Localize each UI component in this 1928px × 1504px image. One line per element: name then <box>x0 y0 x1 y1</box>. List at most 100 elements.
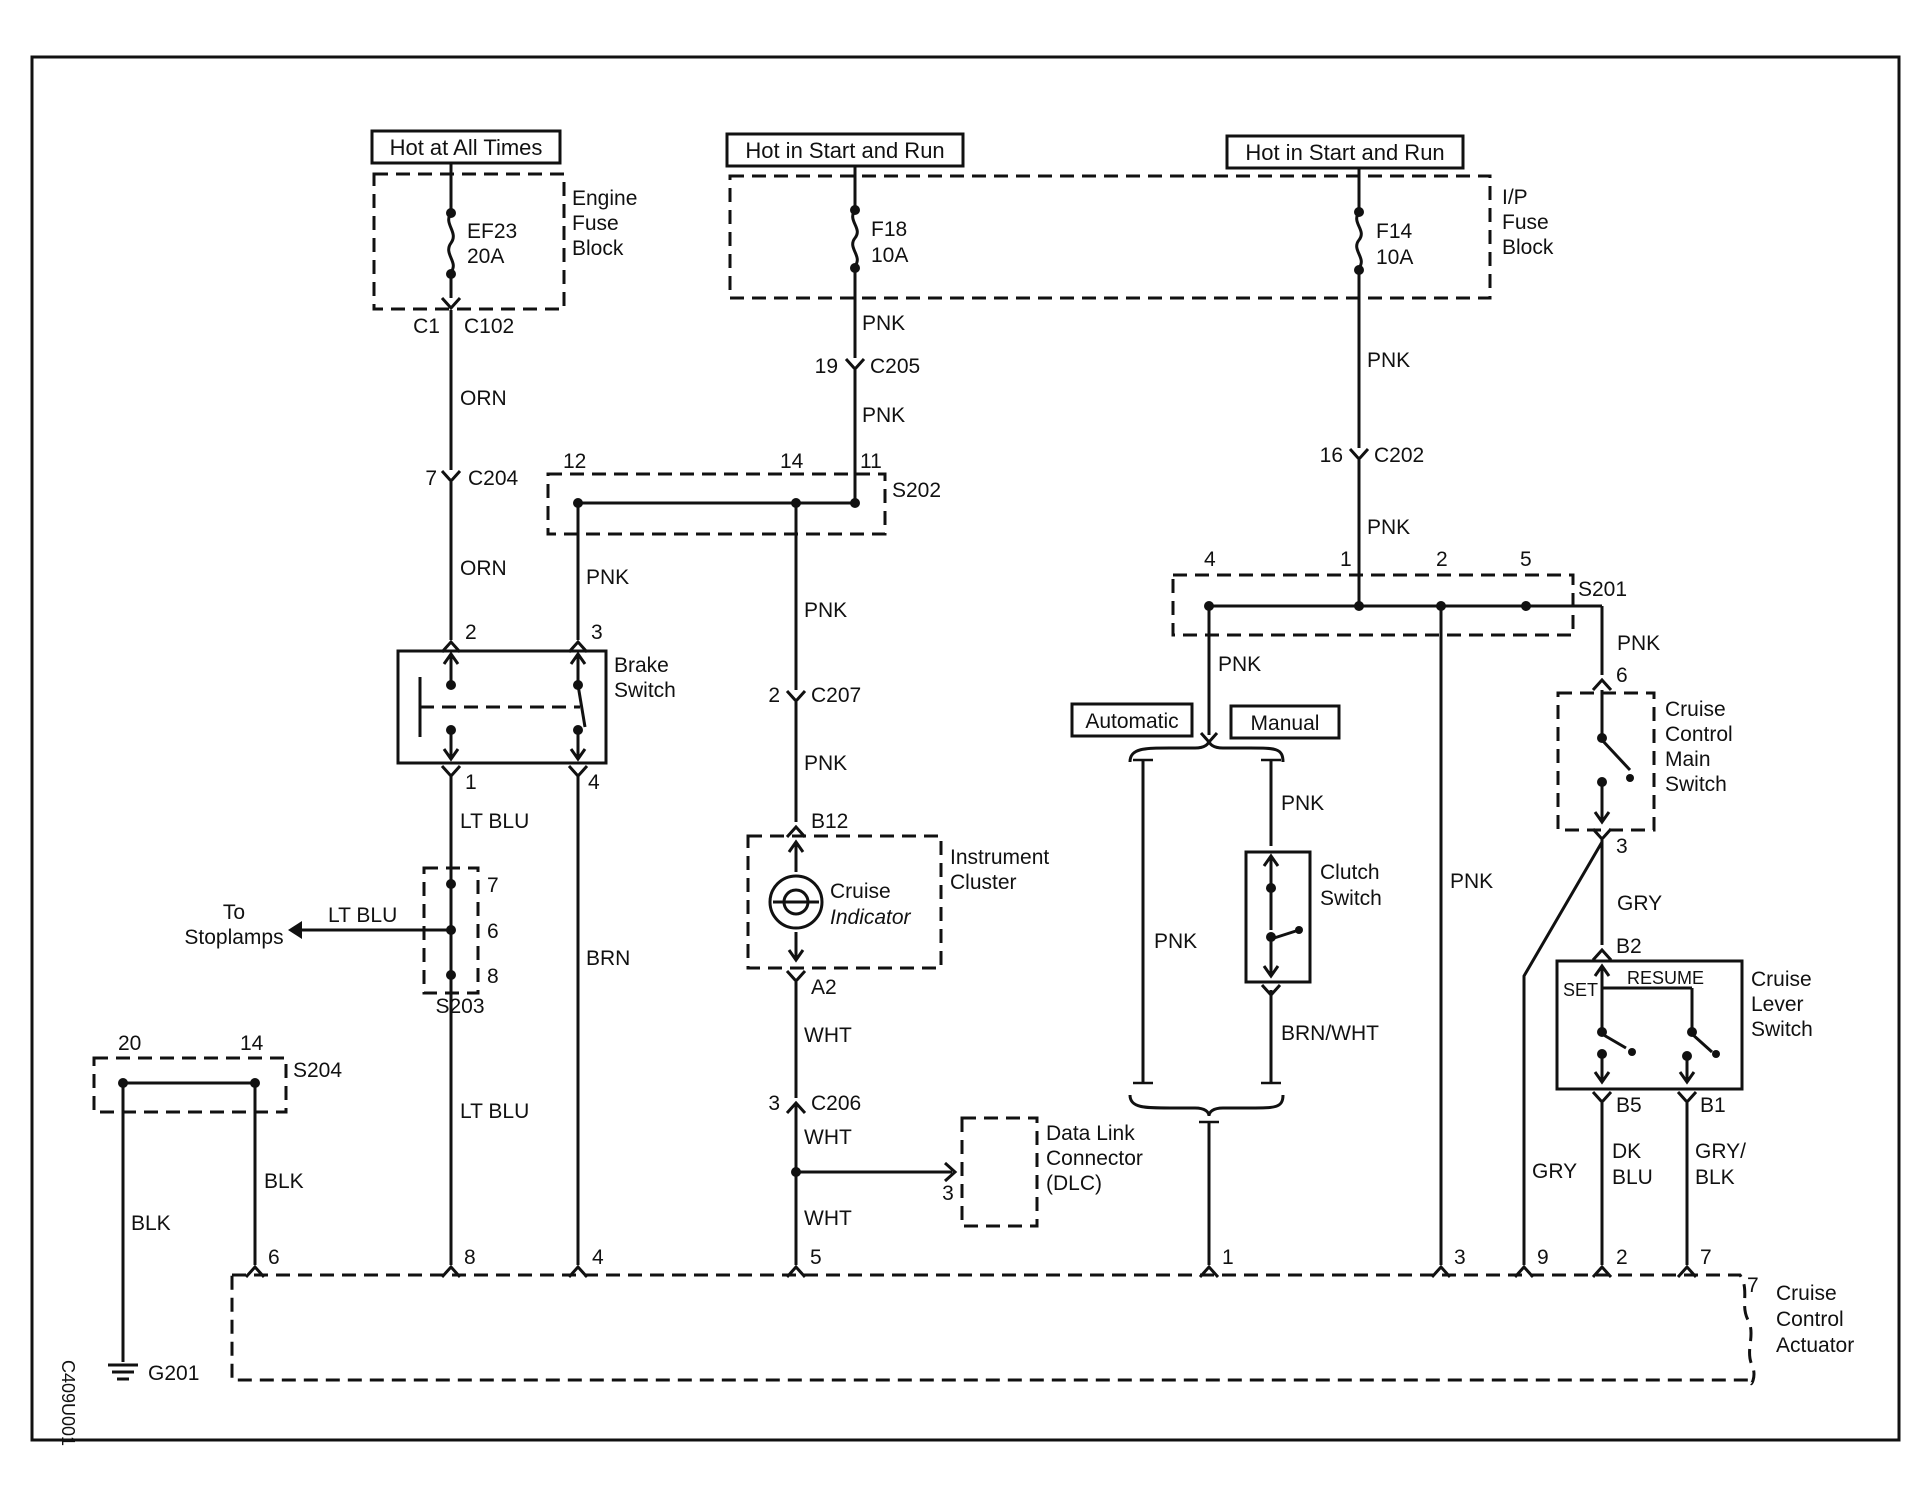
main-switch-label-1: Cruise <box>1665 698 1726 721</box>
fuse-f18-name: F18 <box>871 218 907 241</box>
actuator-pin-2: 2 <box>1616 1246 1628 1269</box>
wire-gry-blk-label-2: BLK <box>1695 1166 1735 1189</box>
wire-gry-label-2: GRY <box>1532 1160 1577 1183</box>
fuse-f18-icon <box>851 209 859 267</box>
s204-pin-14: 14 <box>240 1032 264 1055</box>
s203-name: S203 <box>435 995 484 1018</box>
instrument-cluster-label-2: Cluster <box>950 871 1017 894</box>
wire-lt-blu-stoplamps: LT BLU <box>328 904 397 927</box>
wire-blk-label-2: BLK <box>264 1170 304 1193</box>
c206-name: C206 <box>811 1092 861 1115</box>
brake-switch: 2 3 1 4 Brake Switch <box>396 621 676 794</box>
figure-code: C409U001 <box>58 1360 78 1446</box>
wire-pnk-manual: PNK <box>1281 792 1324 815</box>
s201-pin-2: 2 <box>1436 548 1448 571</box>
wire-s201-pin5: PNK 6 <box>1568 604 1660 692</box>
c205-pin: 19 <box>815 355 838 378</box>
c102-pin: C1 <box>413 315 440 338</box>
fuse-ef23-icon <box>447 212 455 273</box>
c202-pin: 16 <box>1320 444 1343 467</box>
wire-s202-to-brake: PNK <box>576 503 629 640</box>
fuse-f14-rating: 10A <box>1376 246 1413 269</box>
lever-switch-label-1: Cruise <box>1751 968 1812 991</box>
brake-switch-label-2: Switch <box>614 679 676 702</box>
actuator-pin-3: 3 <box>1454 1246 1466 1269</box>
wire-gry-blk: GRY/ BLK <box>1685 1103 1746 1265</box>
actuator-label-1: Cruise <box>1776 1282 1837 1305</box>
wire-pnk-f18: PNK <box>862 312 905 335</box>
wire-blk-label-1: BLK <box>131 1212 171 1235</box>
cluster-pin-b12: B12 <box>811 810 848 833</box>
source-hot-in-start-run-left: Hot in Start and Run <box>725 132 965 168</box>
actuator-pin-6: 6 <box>268 1246 280 1269</box>
cruise-indicator-lamp-icon <box>768 874 824 930</box>
to-stoplamps: LT BLU To Stoplamps <box>184 901 451 949</box>
fuse-f14-name: F14 <box>1376 220 1413 243</box>
source-run-right-label: Hot in Start and Run <box>1245 140 1444 165</box>
wire-brn: BRN <box>576 776 630 1265</box>
wire-pnk-f14: PNK <box>1367 349 1410 372</box>
s202-pin-11: 11 <box>860 450 882 473</box>
ip-fuse-block-label-2: Fuse <box>1502 211 1549 234</box>
s204-pin-20: 20 <box>118 1032 141 1055</box>
ip-fuse-block-label-3: Block <box>1502 236 1554 259</box>
c207-name: C207 <box>811 684 861 707</box>
splice-s203: 7 6 8 S203 <box>422 866 499 1018</box>
wire-blk-ground: BLK G201 <box>108 1083 199 1385</box>
fuse-f14-icon <box>1355 211 1363 269</box>
wire-wht-label-2: WHT <box>804 1126 852 1149</box>
cruise-control-actuator: 6 8 4 5 1 3 9 2 7 7 Cruise Control Actua… <box>230 1246 1854 1386</box>
wire-gry-label-1: GRY <box>1617 892 1662 915</box>
fuse-ef23-rating: 20A <box>467 245 504 268</box>
s204-name: S204 <box>293 1059 342 1082</box>
option-brace-top <box>1128 739 1285 763</box>
wire-pnk-cluster-2: PNK <box>804 752 847 775</box>
wire-wht: WHT 3 C206 WHT WHT <box>768 982 952 1265</box>
wire-pnk-s201-2: PNK <box>1450 870 1493 893</box>
c202-name: C202 <box>1374 444 1424 467</box>
source-hot-at-all-times-label: Hot at All Times <box>390 135 543 160</box>
instrument-cluster: B12 Cruise Indicator Instrument Cluster … <box>746 810 1049 999</box>
stoplamps-label-1: To <box>223 901 245 924</box>
cruise-indicator-label-1: Cruise <box>830 880 891 903</box>
fuse-f18-rating: 10A <box>871 244 908 267</box>
wire-f18-to-s202: PNK 19 C205 PNK <box>815 268 920 503</box>
actuator-pin-1: 1 <box>1222 1246 1234 1269</box>
wire-pnk-c205: PNK <box>862 404 905 427</box>
actuator-edge-pin: 7 <box>1747 1274 1759 1297</box>
cluster-pin-a2: A2 <box>811 976 837 999</box>
wire-brn-label: BRN <box>586 947 630 970</box>
dlc-pin: 3 <box>942 1182 954 1205</box>
wire-brn-wht: BRN/WHT <box>1281 1022 1379 1045</box>
clutch-switch: Clutch Switch <box>1244 850 1382 997</box>
brake-pin-2: 2 <box>465 621 477 644</box>
source-hot-in-start-run-right: Hot in Start and Run <box>1225 134 1465 170</box>
main-switch-label-2: Control <box>1665 723 1733 746</box>
engine-fuse-block-label-3: Block <box>572 237 624 260</box>
lever-pin-b2: B2 <box>1616 935 1642 958</box>
brake-pin-1: 1 <box>465 771 477 794</box>
actuator-label-3: Actuator <box>1776 1334 1854 1357</box>
wire-s201-transmission: PNK <box>1199 606 1261 745</box>
s203-pin-6: 6 <box>487 920 499 943</box>
actuator-pin-8: 8 <box>464 1246 476 1269</box>
actuator-label-2: Control <box>1776 1308 1844 1331</box>
stoplamps-label-2: Stoplamps <box>184 926 283 949</box>
s202-pin-12: 12 <box>563 450 586 473</box>
automatic-label: Automatic <box>1085 710 1178 733</box>
wire-dk-blu-label-1: DK <box>1612 1140 1641 1163</box>
lever-resume-label: RESUME <box>1627 968 1704 988</box>
engine-fuse-block-label-1: Engine <box>572 187 637 210</box>
wire-orn-label-1: ORN <box>460 387 507 410</box>
cruise-control-main-switch: 3 Cruise Control Main Switch <box>1556 690 1733 858</box>
arrow-left-icon <box>288 921 302 939</box>
wire-wht-label-1: WHT <box>804 1024 852 1047</box>
splice-s204: 20 14 S204 <box>92 1032 342 1114</box>
option-brace-bottom <box>1128 1094 1285 1117</box>
lever-pin-b1: B1 <box>1700 1094 1726 1117</box>
actuator-pin-7: 7 <box>1700 1246 1712 1269</box>
s202-name: S202 <box>892 479 941 502</box>
s201-pin-1: 1 <box>1340 548 1352 571</box>
clutch-switch-label-1: Clutch <box>1320 861 1380 884</box>
s201-pin-4: 4 <box>1204 548 1216 571</box>
